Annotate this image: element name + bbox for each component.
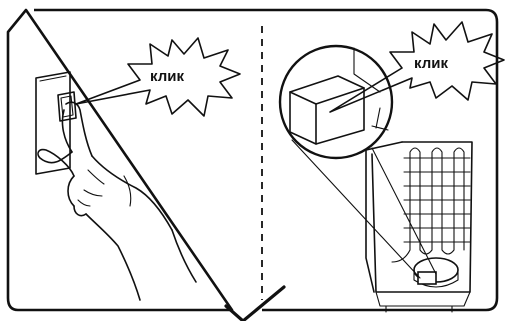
hand-illustration (37, 101, 197, 301)
click-callout-right: клик (329, 21, 505, 113)
right-panel: клик (278, 21, 505, 313)
compressor-switch-box (417, 271, 437, 285)
magnifier-detail (278, 44, 394, 160)
left-panel: клик (35, 37, 241, 301)
illustration-frame (6, 8, 499, 312)
click-label-left: клик (150, 68, 184, 85)
switch-rocker (57, 91, 77, 122)
switch-box-enlarged (289, 75, 365, 145)
checkmark-icon (224, 285, 286, 321)
refrigerator (365, 141, 473, 313)
click-label-right: клик (414, 55, 448, 72)
click-callout-left: клик (75, 37, 241, 117)
